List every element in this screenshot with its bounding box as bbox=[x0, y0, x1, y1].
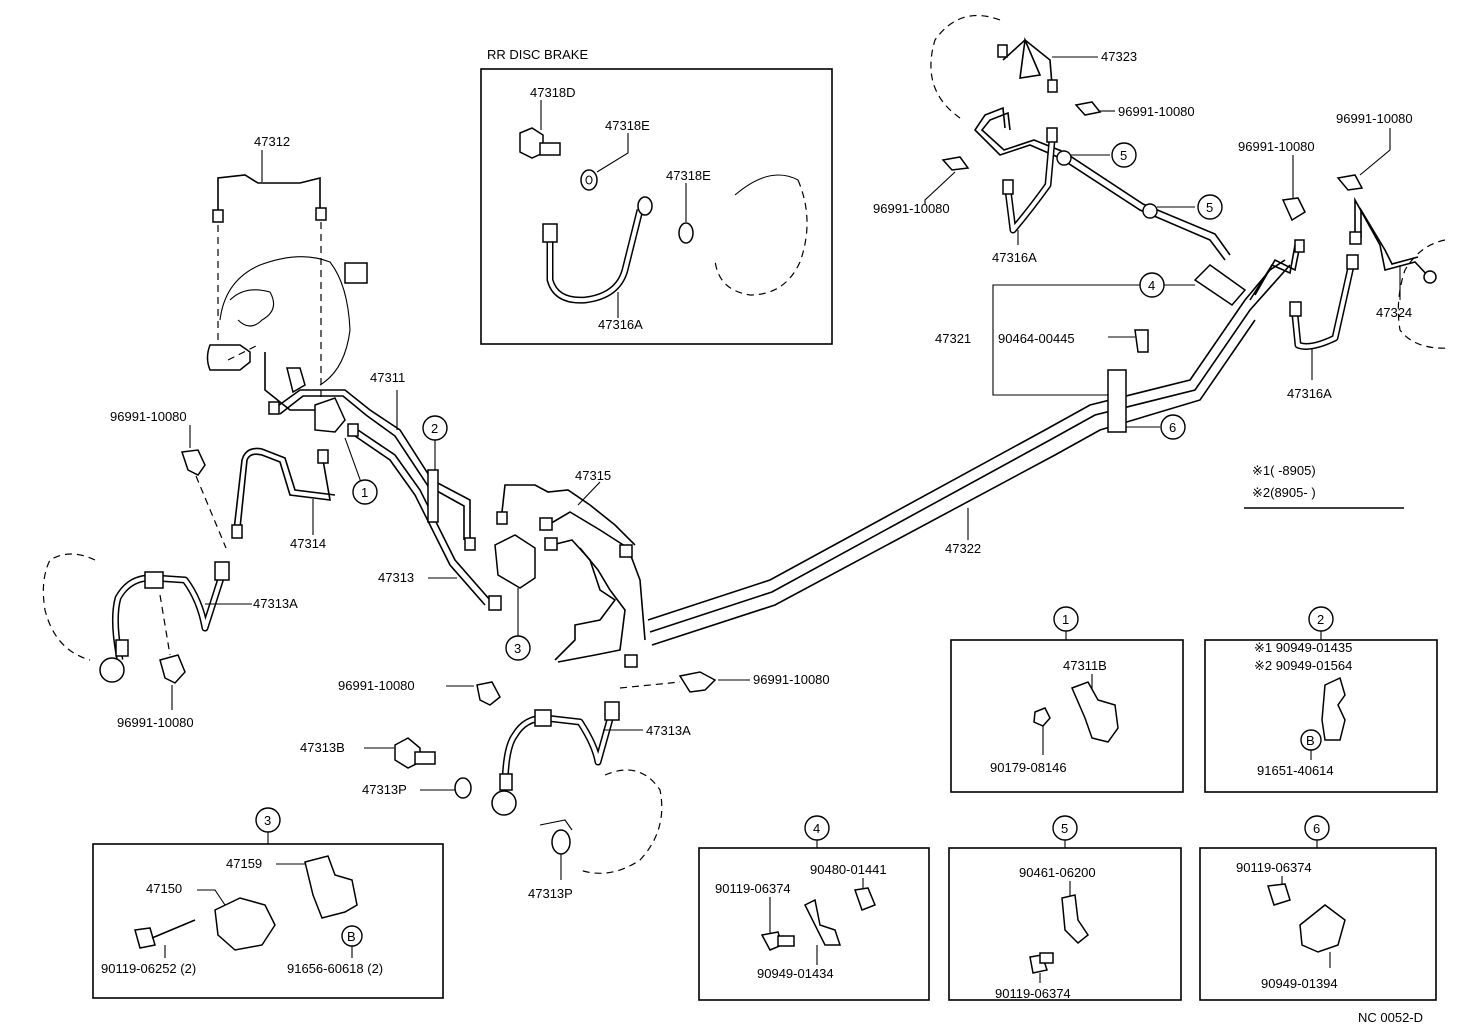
footer-code: NC 0052-D bbox=[1358, 1010, 1423, 1025]
label-47318e-b: 47318E bbox=[666, 168, 711, 183]
detail-box-1: 1 47311B 90179-08146 bbox=[950, 606, 1184, 793]
label-96991-mid-top: 96991-10080 bbox=[873, 201, 950, 216]
callout-6 bbox=[1160, 414, 1186, 440]
callout-2 bbox=[422, 415, 448, 441]
far-right-area: 96991-10080 96991-10080 47324 47316A bbox=[1238, 111, 1451, 401]
label-47323: 47323 bbox=[1101, 49, 1137, 64]
svg-text:4: 4 bbox=[813, 821, 820, 836]
pipe-47314: 47314 bbox=[231, 447, 336, 551]
label-47318d: 47318D bbox=[530, 85, 576, 100]
label-47315: 47315 bbox=[575, 468, 611, 483]
label-96991-mid-right: 96991-10080 bbox=[753, 672, 830, 687]
pipe-47311: 47311 47313 1 2 bbox=[268, 370, 502, 611]
box4-label-c: 90949-01434 bbox=[757, 966, 834, 981]
svg-text:3: 3 bbox=[514, 641, 521, 656]
svg-text:6: 6 bbox=[1169, 420, 1176, 435]
label-47313a-left: 47313A bbox=[253, 596, 298, 611]
label-47313-top: 47313 bbox=[378, 570, 414, 585]
clip-icon bbox=[180, 449, 206, 476]
master-cylinder-area: 47312 bbox=[206, 134, 368, 421]
label-96991-far-right-a: 96991-10080 bbox=[1238, 139, 1315, 154]
box1-label-a: 47311B bbox=[1063, 658, 1107, 673]
gasket-icon-2 bbox=[678, 222, 694, 244]
detail-box-6: 6 90119-06374 90949-01394 bbox=[1199, 815, 1437, 1001]
valve-icon bbox=[494, 534, 536, 589]
detail-box-5: 5 90461-06200 90119-06374 bbox=[948, 815, 1182, 1001]
label-47316a-right: 47316A bbox=[1287, 386, 1332, 401]
label-47321: 47321 bbox=[935, 331, 971, 346]
label-47312: 47312 bbox=[254, 134, 290, 149]
detail-box-3: 3 47159 47150 90119-06252 (2) B 91656-60… bbox=[92, 807, 444, 999]
pipe-47312 bbox=[217, 174, 321, 210]
svg-text:6: 6 bbox=[1313, 821, 1320, 836]
box2-label-a: ※1 90949-01435 bbox=[1254, 640, 1352, 655]
pipe-47322: 47322 6 4 47321 90464-00445 bbox=[647, 259, 1291, 646]
front-left-hose: 47313A 96991-10080 bbox=[42, 553, 298, 730]
detail-box-4: 4 90480-01441 90119-06374 90949-01434 bbox=[698, 815, 930, 1001]
box6-label-b: 90949-01394 bbox=[1261, 976, 1338, 991]
box3-label-c: 90119-06252 (2) bbox=[101, 961, 196, 976]
label-96991-mid-left: 96991-10080 bbox=[338, 678, 415, 693]
svg-text:4: 4 bbox=[1148, 278, 1155, 293]
label-47318e-a: 47318E bbox=[605, 118, 650, 133]
inset-title: RR DISC BRAKE bbox=[487, 47, 588, 62]
svg-text:3: 3 bbox=[264, 813, 271, 828]
rr-disc-brake-inset: RR DISC BRAKE 47318D 47318E 47318E 47316… bbox=[480, 47, 833, 345]
legend-line-2: ※2(8905- ) bbox=[1252, 485, 1316, 500]
box4-label-a: 90480-01441 bbox=[810, 862, 887, 877]
union-bolt-icon bbox=[519, 127, 561, 159]
label-96991-left-bottom: 96991-10080 bbox=[117, 715, 194, 730]
svg-text:2: 2 bbox=[1317, 612, 1324, 627]
label-47313p-bottom: 47313P bbox=[528, 886, 573, 901]
svg-text:1: 1 bbox=[361, 485, 368, 500]
svg-text:1: 1 bbox=[1062, 612, 1069, 627]
svg-text:B: B bbox=[347, 929, 356, 944]
label-47324: 47324 bbox=[1376, 305, 1412, 320]
svg-text:5: 5 bbox=[1061, 821, 1068, 836]
label-47313a-mid: 47313A bbox=[646, 723, 691, 738]
clip-left-top: 96991-10080 bbox=[110, 409, 227, 549]
label-96991-top-right: 96991-10080 bbox=[1118, 104, 1195, 119]
box5-label-a: 90461-06200 bbox=[1019, 865, 1096, 880]
label-47311: 47311 bbox=[370, 370, 405, 385]
label-96991-far-right-b: 96991-10080 bbox=[1336, 111, 1413, 126]
front-right-area: 96991-10080 96991-10080 47313A 47313B 47… bbox=[300, 671, 830, 901]
box6-label-a: 90119-06374 bbox=[1236, 860, 1312, 875]
rear-right-area: 47323 96991-10080 5 5 96991-10080 47316A bbox=[873, 14, 1231, 265]
label-47316a-rr: 47316A bbox=[598, 317, 643, 332]
box3-label-a: 47159 bbox=[226, 856, 262, 871]
svg-text:B: B bbox=[1306, 733, 1315, 748]
svg-text:2: 2 bbox=[431, 421, 438, 436]
label-47314: 47314 bbox=[290, 536, 326, 551]
svg-text:5: 5 bbox=[1206, 200, 1213, 215]
callout-1 bbox=[352, 479, 378, 505]
box2-label-b: ※2 90949-01564 bbox=[1254, 658, 1352, 673]
box3-label-b: 47150 bbox=[146, 881, 182, 896]
date-legend: ※1( -8905) ※2(8905- ) bbox=[1244, 463, 1404, 509]
box2-label-c: 91651-40614 bbox=[1257, 763, 1334, 778]
legend-line-1: ※1( -8905) bbox=[1252, 463, 1316, 478]
hose-icon bbox=[546, 209, 644, 304]
label-96991-left-top: 96991-10080 bbox=[110, 409, 187, 424]
inset-frame bbox=[480, 68, 833, 345]
label-47316a-top: 47316A bbox=[992, 250, 1037, 265]
box4-label-b: 90119-06374 bbox=[715, 881, 791, 896]
detail-box-2: 2 ※1 90949-01435 ※2 90949-01564 B 91651-… bbox=[1204, 606, 1438, 793]
callout-5b bbox=[1197, 194, 1223, 220]
label-47313b: 47313B bbox=[300, 740, 345, 755]
box3-label-d: 91656-60618 (2) bbox=[287, 961, 383, 976]
box1-label-b: 90179-08146 bbox=[990, 760, 1067, 775]
callout-5a bbox=[1111, 142, 1137, 168]
label-47322: 47322 bbox=[945, 541, 981, 556]
master-cylinder-icon bbox=[219, 256, 351, 386]
gasket-icon bbox=[580, 169, 598, 191]
pipe-47315: 3 47315 bbox=[494, 468, 646, 668]
label-90464: 90464-00445 bbox=[998, 331, 1075, 346]
svg-text:5: 5 bbox=[1120, 148, 1127, 163]
label-47313p-left: 47313P bbox=[362, 782, 407, 797]
callout-3 bbox=[505, 635, 531, 661]
box5-label-b: 90119-06374 bbox=[995, 986, 1071, 1001]
